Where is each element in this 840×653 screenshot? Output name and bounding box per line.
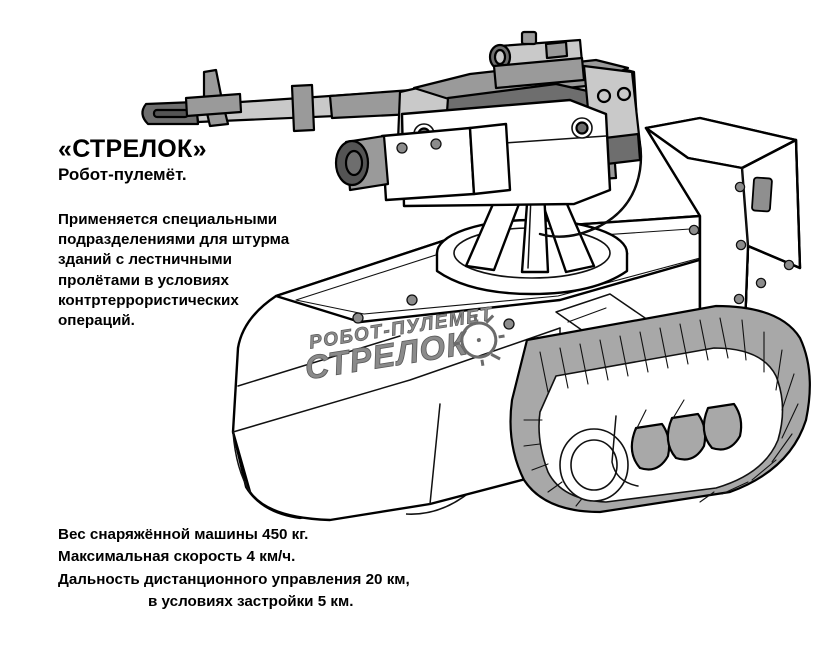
- spec-line-speed: Максимальная скорость 4 км/ч.: [58, 548, 296, 566]
- road-wheels: [630, 399, 743, 471]
- description-line: Применяется специальными: [58, 211, 278, 228]
- spec-line-range-urban: в условиях застройки 5 км.: [148, 593, 354, 611]
- right-track: [509, 304, 811, 514]
- description-line: пролётами в условиях: [58, 271, 229, 289]
- optical-scope: [488, 30, 586, 90]
- description-line: подразделениями для штурма: [58, 231, 290, 249]
- specifications-block: Вес снаряжённой машины 450 кг. Максималь…: [58, 524, 528, 613]
- page-subtitle: Робот-пулемёт.: [58, 165, 187, 185]
- title-block: «СТРЕЛОК» Робот-пулемёт.: [58, 136, 358, 185]
- camera-module: [334, 122, 512, 202]
- spec-line-range: Дальность дистанционного управления 20 к…: [58, 570, 410, 588]
- machine-gun: [141, 30, 642, 208]
- spec-line-weight: Вес снаряжённой машины 450 кг.: [58, 526, 309, 543]
- page-title: «СТРЕЛОК»: [58, 135, 207, 163]
- drive-sprocket: [559, 428, 629, 502]
- description-paragraph: Применяется специальными подразделениями…: [58, 210, 358, 331]
- description-line: контртеррористических: [58, 291, 239, 309]
- description-line: операций.: [58, 312, 135, 330]
- description-line: зданий с лестничными: [58, 251, 232, 269]
- crosshair-reticle-icon: [452, 314, 505, 366]
